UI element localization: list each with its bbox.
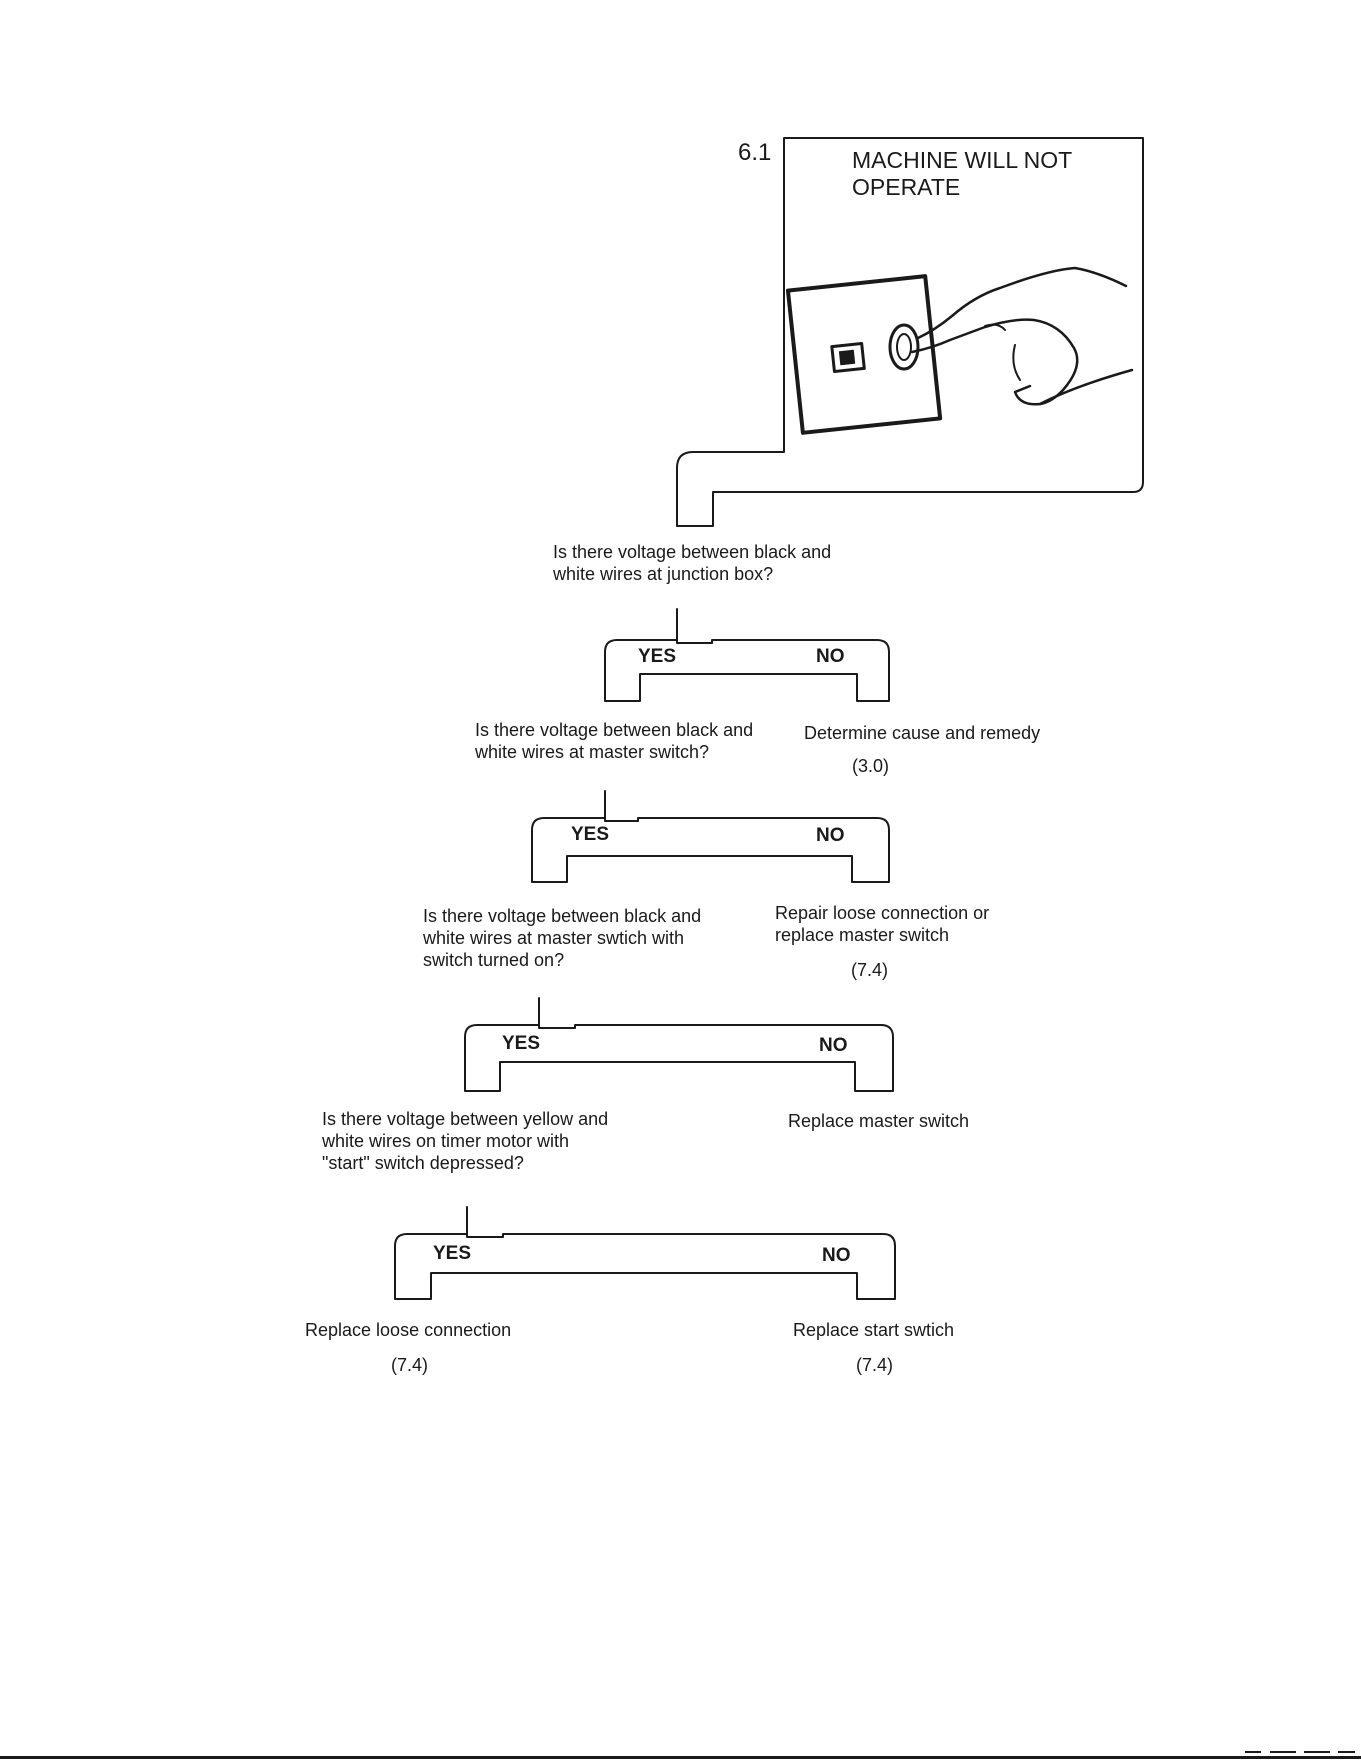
rocker-switch bbox=[830, 341, 866, 373]
yes-action-4: Replace loose connection bbox=[305, 1320, 512, 1340]
yes-label-2: YES bbox=[571, 824, 610, 845]
title-line-2: OPERATE bbox=[852, 174, 961, 200]
hand-pressing-switch-icon bbox=[785, 266, 1134, 435]
section-number: 6.1 bbox=[738, 139, 772, 166]
question-4-line-1: Is there voltage between yellow and bbox=[322, 1109, 609, 1129]
page-bottom-rule bbox=[0, 1756, 1361, 1759]
yes-label-1: YES bbox=[638, 646, 677, 667]
no-action-2-line-1: Repair loose connection or bbox=[775, 903, 990, 923]
question-4-line-2: white wires on timer motor with bbox=[322, 1131, 570, 1151]
no-ref-1: (3.0) bbox=[852, 756, 890, 776]
no-action-4: Replace start swtich bbox=[793, 1320, 955, 1340]
branch-connector-4 bbox=[394, 1206, 896, 1300]
question-4-line-3: "start" switch depressed? bbox=[322, 1153, 524, 1173]
question-2-line-2: white wires at master switch? bbox=[475, 742, 710, 762]
question-3-line-1: Is there voltage between black and bbox=[423, 906, 702, 926]
question-1-line-2: white wires at junction box? bbox=[553, 564, 774, 584]
no-label-1: NO bbox=[816, 646, 845, 667]
no-action-2-line-2: replace master switch bbox=[775, 925, 950, 945]
no-label-3: NO bbox=[819, 1035, 848, 1056]
no-action-3: Replace master switch bbox=[788, 1111, 970, 1131]
question-2-line-1: Is there voltage between black and bbox=[475, 720, 754, 740]
no-ref-2: (7.4) bbox=[851, 960, 889, 980]
question-1-line-1: Is there voltage between black and bbox=[553, 542, 832, 562]
yes-ref-4: (7.4) bbox=[391, 1355, 429, 1375]
question-3-line-3: switch turned on? bbox=[423, 950, 565, 970]
no-ref-4: (7.4) bbox=[856, 1355, 894, 1375]
no-action-1-line-1: Determine cause and remedy bbox=[804, 723, 1041, 743]
yes-label-4: YES bbox=[433, 1243, 472, 1264]
no-label-4: NO bbox=[822, 1245, 851, 1266]
push-button bbox=[888, 323, 920, 371]
question-3-line-2: white wires at master swtich with bbox=[423, 928, 685, 948]
branch-connector-3 bbox=[464, 997, 894, 1092]
yes-label-3: YES bbox=[502, 1033, 541, 1054]
title-box-outline bbox=[676, 137, 1144, 527]
title-line-1: MACHINE WILL NOT bbox=[852, 147, 1073, 173]
branch-connector-1 bbox=[604, 608, 890, 702]
branch-connector-2 bbox=[531, 790, 890, 883]
no-label-2: NO bbox=[816, 825, 845, 846]
